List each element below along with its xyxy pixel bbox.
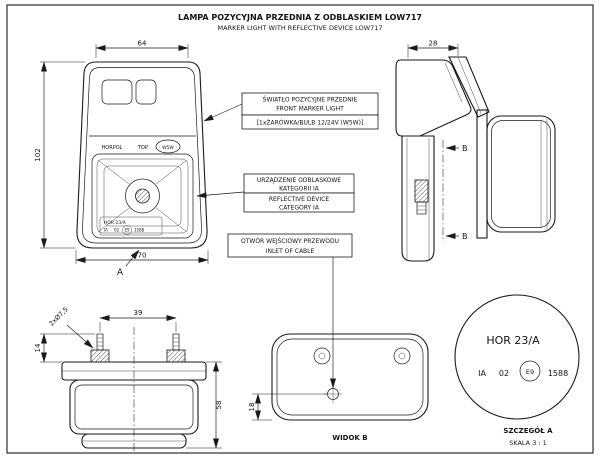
callout-text: REFLECTIVE DEVICE [269, 196, 329, 203]
detail-scale-label: SKALA 3 : 1 [509, 439, 547, 447]
callout-text: ŚWIATŁO POZYCYJNE PRZEDNIE [263, 97, 358, 104]
lens-facet-line [97, 159, 130, 185]
dim-height-label: 102 [34, 148, 42, 161]
detail-a-view: HOR 23/A IA 02 E9 1588 SZCZEGÓŁ A SKALA … [454, 294, 580, 447]
lens-facet-ring [103, 165, 182, 227]
detail-e-mark: E9 [526, 368, 534, 376]
side-body-outline [401, 135, 435, 262]
lamp-body-top-inner [74, 384, 194, 430]
front-inner-rim [82, 67, 202, 244]
callout-text: INLET OF CABLE [266, 248, 315, 255]
callout-text: KATEGORII IA [279, 186, 320, 193]
callout-box [241, 114, 379, 130]
dim-top-width-label: 64 [138, 40, 147, 48]
marking-emark: E9 [124, 228, 130, 233]
dim-side-depth-label: 28 [429, 40, 438, 48]
callout-text: URZĄDZENIE ODBLASKOWE [257, 177, 341, 184]
lens-facet-line [97, 207, 130, 233]
front-view: HORPOL TOP W5W HOR 23/A IA 02 E9 1588 64… [34, 40, 209, 278]
lens-inner [96, 158, 189, 234]
drawing-frame [6, 4, 594, 454]
detail-approval-number: 1588 [548, 369, 568, 378]
lens-facet-line [155, 207, 188, 233]
screw-thread [416, 201, 427, 215]
detail-model: HOR 23/A [486, 334, 540, 347]
dim-inlet-offset-label: 18 [248, 403, 256, 412]
widok-b-label: WIDOK B [332, 434, 367, 442]
bolt-head [166, 349, 186, 363]
base-outline [271, 333, 429, 421]
bottom-view: 39 2xØ7,5 14 58 [34, 305, 223, 453]
screw-hole [393, 347, 411, 365]
callout-leader [196, 191, 245, 199]
marking-model: HOR 23/A [104, 220, 127, 226]
bolt-head [90, 349, 110, 363]
callout-text: [1xŻARÓWKA/BULB 12/24V (W5W)] [257, 120, 364, 127]
screw-hole-center [398, 352, 406, 360]
screw-hole-center [318, 352, 326, 360]
callout-inlet: OTWÓR WEJŚCIOWY PRZEWODU INLET OF CABLE [227, 233, 353, 389]
marking-emark-circle [122, 225, 132, 235]
marking-category: IA [104, 228, 108, 233]
top-mark-text: TOP [137, 145, 148, 151]
screw-shank [414, 179, 429, 203]
detail-a-label: SZCZEGÓŁ A [503, 426, 553, 435]
side-view: 28 B B [395, 40, 472, 262]
mount-tab [135, 79, 157, 105]
dim-hole-spacing-label: 39 [134, 309, 143, 317]
brand-text: HORPOL [102, 145, 123, 151]
holes-note-leader [66, 324, 94, 349]
lens-facet-line [155, 159, 188, 185]
section-label-bottom: B [462, 232, 468, 241]
screw-hole [313, 347, 331, 365]
mount-tab [101, 79, 133, 105]
base-inner [276, 338, 424, 416]
bulb-label: W5W [162, 145, 174, 151]
dim-bottom-width-label: 70 [138, 252, 147, 260]
section-label-top: B [462, 144, 468, 153]
detail-ref-leader [125, 249, 140, 267]
front-outline [76, 61, 208, 249]
callout-reflective: URZĄDZENIE ODBLASKOWE KATEGORII IA REFLE… [196, 173, 355, 213]
callout-text: FRONT MARKER LIGHT [276, 106, 344, 113]
bulb-oval [155, 139, 181, 154]
lamp-body-inner [491, 120, 551, 228]
widok-b-view: 18 WIDOK B [248, 333, 429, 442]
side-head-inner-line [444, 62, 463, 103]
callout-box [243, 192, 355, 213]
page-title: LAMPA POZYCYJNA PRZEDNIA Z ODBLASKIEM LO… [178, 13, 422, 22]
marking-code: 02 [114, 228, 120, 233]
bulb-circle [125, 178, 160, 214]
callout-front-marker: ŚWIATŁO POZYCYJNE PRZEDNIE FRONT MARKER … [203, 92, 379, 130]
detail-code: 02 [499, 369, 509, 378]
detail-ref-label: A [117, 268, 124, 278]
callout-text: OTWÓR WEJŚCIOWY PRZEWODU [241, 238, 339, 245]
callout-box [227, 233, 353, 258]
bracket-arm-inner-line [457, 56, 482, 114]
side-head-outline [395, 59, 472, 137]
callout-leader [203, 103, 243, 122]
lamp-body-profile [486, 115, 556, 233]
detail-circle [454, 294, 580, 420]
dim-body-height-label: 58 [215, 401, 223, 410]
callout-text: CATEGORY IA [279, 205, 320, 212]
bulb-center [135, 188, 150, 204]
mounting-plate [476, 109, 488, 239]
e-mark-circle [519, 360, 541, 382]
marking-box [99, 216, 163, 236]
lens-outer [91, 153, 194, 239]
right-side-view [448, 56, 556, 239]
holes-note-label: 2xØ7,5 [47, 305, 69, 327]
detail-category: IA [478, 369, 486, 378]
title-block: LAMPA POZYCYJNA PRZEDNIA Z ODBLASKIEM LO… [178, 13, 422, 32]
page-subtitle: MARKER LIGHT WITH REFLECTIVE DEVICE LOW7… [218, 24, 383, 32]
marking-number: 1588 [134, 228, 145, 233]
bracket-arm [448, 56, 490, 118]
dim-stud-height-label: 14 [34, 343, 42, 352]
